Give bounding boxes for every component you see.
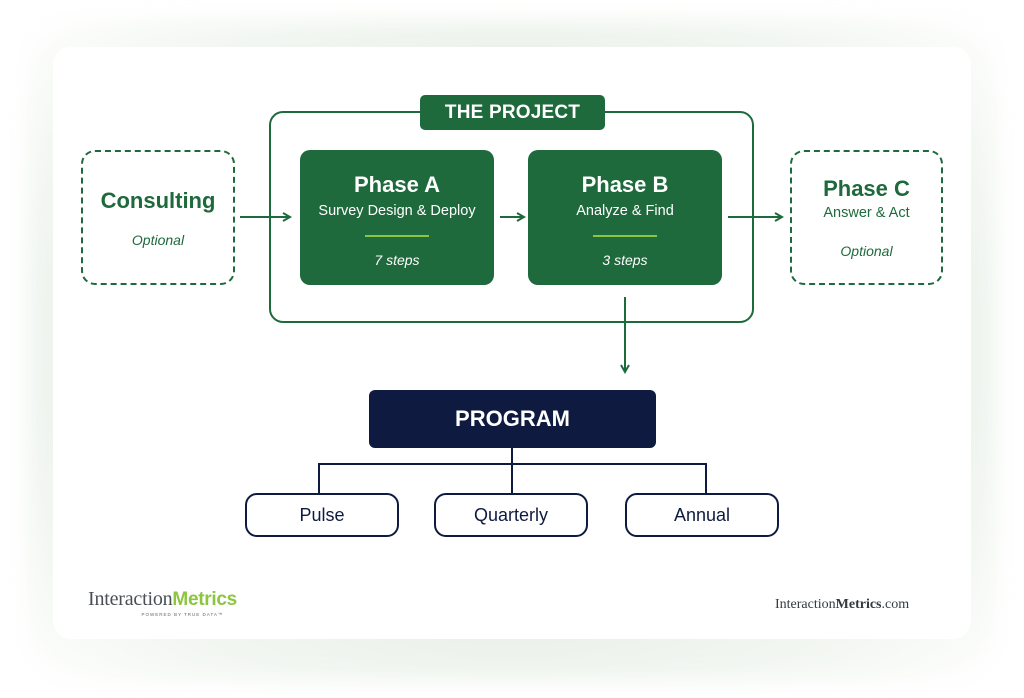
- phase-c-title: Phase C: [823, 176, 910, 201]
- phase-c-optional-note: Optional: [840, 243, 893, 259]
- consulting-optional-note: Optional: [131, 231, 185, 248]
- project-label: THE PROJECT: [420, 95, 605, 130]
- logo-tagline: POWERED BY TRUE DATA™: [141, 612, 224, 617]
- phase-c-subtitle: Answer & Act: [823, 205, 910, 221]
- brand-logo: InteractionMetrics POWERED BY TRUE DATA™: [88, 588, 237, 617]
- program-option-annual: Annual: [625, 493, 779, 537]
- phase-b-steps: 3 steps: [602, 252, 648, 268]
- phase-a-steps: 7 steps: [374, 252, 420, 268]
- program-option-pulse: Pulse: [245, 493, 399, 537]
- phase-a-divider: [365, 235, 429, 237]
- phase-a-subtitle: Survey Design & Deploy: [318, 203, 476, 219]
- site-part1: Interaction: [775, 597, 836, 612]
- site-part3: .com: [881, 597, 910, 612]
- website-url: InteractionMetrics.com: [775, 597, 909, 613]
- diagram-card: [53, 47, 971, 639]
- phase-b-divider: [593, 235, 657, 237]
- consulting-title: Consulting: [100, 187, 216, 213]
- program-branch-lines: [318, 448, 707, 493]
- program-option-quarterly: Quarterly: [434, 493, 588, 537]
- consulting-box: Consulting Optional: [81, 150, 235, 285]
- phase-c-box: Phase C Answer & Act Optional: [790, 150, 943, 285]
- phase-a-title: Phase A: [353, 172, 440, 197]
- site-part2: Metrics: [835, 597, 882, 612]
- phase-b-title: Phase B: [581, 172, 669, 197]
- program-box: PROGRAM: [369, 390, 656, 448]
- logo-text-part1: Interaction: [88, 588, 173, 610]
- phase-b-subtitle: Analyze & Find: [576, 203, 674, 219]
- phase-b-box: Phase B Analyze & Find 3 steps: [528, 150, 722, 285]
- phase-a-box: Phase A Survey Design & Deploy 7 steps: [300, 150, 494, 285]
- logo-text-part2: Metrics: [172, 589, 237, 610]
